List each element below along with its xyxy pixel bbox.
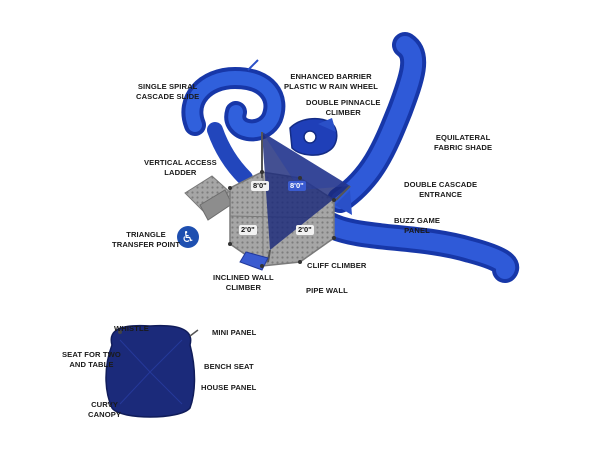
double-cascade-slide — [317, 32, 520, 283]
label-seat-for-two-and-table: SEAT FOR TWO AND TABLE — [62, 350, 121, 369]
curvy-canopy-structure — [105, 324, 199, 418]
label-enhanced-barrier: ENHANCED BARRIER PLASTIC W RAIN WHEEL — [284, 72, 378, 91]
posts — [228, 170, 336, 268]
label-mini-panel: MINI PANEL — [212, 328, 257, 337]
label-triangle-transfer-point: TRIANGLE TRANSFER POINT — [112, 230, 181, 249]
label-double-pinnacle-climber: DOUBLE PINNACLE CLIMBER — [306, 98, 381, 117]
label-curvy-canopy: CURVY CANOPY — [88, 400, 122, 419]
label-buzz-game-panel: BUZZ GAME PANEL — [394, 216, 441, 235]
label-whistle: WHISTLE — [114, 324, 149, 333]
fabric-shade — [261, 132, 351, 263]
deck-height-upper-right: 8'0" — [288, 181, 306, 191]
label-vertical-access-ladder: VERTICAL ACCESS LADDER — [144, 158, 217, 177]
label-inclined-wall-climber: INCLINED WALL CLIMBER — [213, 273, 274, 292]
label-pipe-wall: PIPE WALL — [306, 286, 348, 295]
label-double-cascade-entrance: DOUBLE CASCADE ENTRANCE — [404, 180, 478, 199]
label-cliff-climber: CLIFF CLIMBER — [307, 261, 367, 270]
deck-height-upper-left: 8'0" — [251, 181, 269, 191]
access-ladder — [184, 175, 233, 221]
wheelchair-accessible-icon: ♿ — [177, 226, 199, 248]
label-single-spiral-cascade-slide: SINGLE SPIRAL CASCADE SLIDE — [136, 82, 200, 101]
label-house-panel: HOUSE PANEL — [201, 383, 257, 392]
deck-height-lower-right: 2'0" — [296, 225, 314, 235]
pinnacle-climber — [289, 117, 338, 156]
deck-height-lower-left: 2'0" — [239, 225, 257, 235]
spiral-slide — [181, 59, 286, 186]
label-equilateral-fabric-shade: EQUILATERAL FABRIC SHADE — [434, 133, 493, 152]
label-bench-seat: BENCH SEAT — [204, 362, 254, 371]
